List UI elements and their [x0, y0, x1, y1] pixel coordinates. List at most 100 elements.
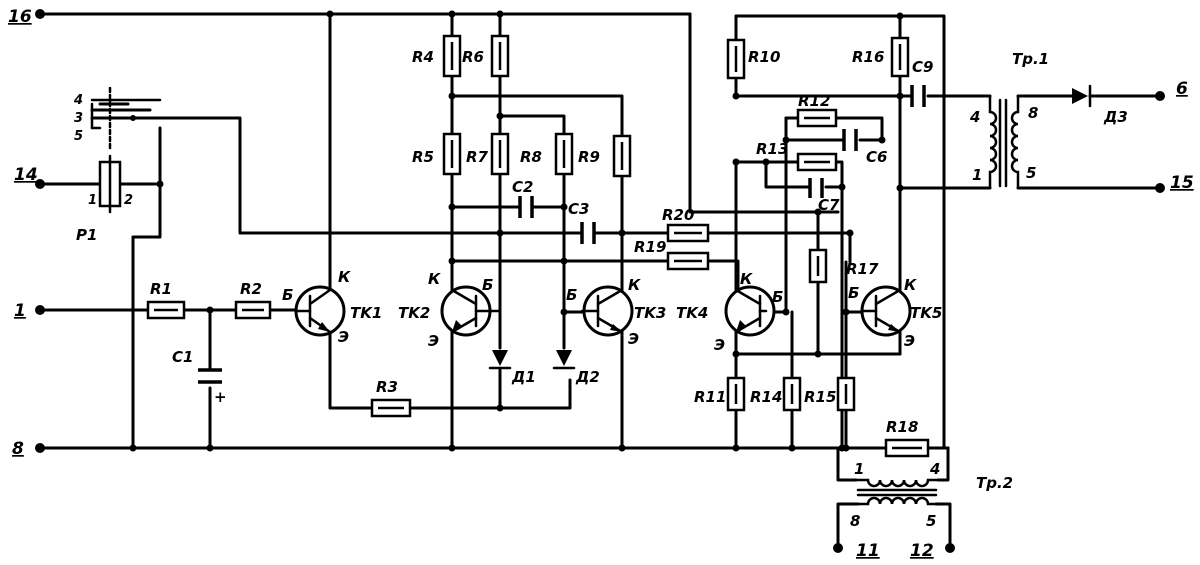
r17-label: R17 [846, 260, 879, 278]
transformer-tr1: Тр.1 4 1 8 5 [969, 50, 1049, 190]
transistors: К Б Э TK1 К Б Э TK2 К Б Э [282, 268, 942, 354]
r5-label: R5 [412, 148, 434, 166]
resistors: R1 R2 R3 R12 R13 R18 R19 R20 R4 R6 R5 R7… [146, 34, 930, 458]
capacitor-c7: C7 [808, 178, 840, 214]
resistor-r12: R12 [796, 92, 838, 128]
resistor-r16: R16 [852, 36, 910, 78]
r19-label: R19 [634, 238, 666, 256]
tk1-b: Б [282, 286, 293, 304]
terminal-16-label: 16 [8, 7, 32, 27]
terminal-12-label: 12 [910, 541, 934, 561]
resistor-r7: R7 [466, 132, 510, 176]
capacitor-c1: C1 + [172, 348, 227, 406]
c2-label: C2 [512, 178, 533, 196]
r7-label: R7 [466, 148, 489, 166]
tk4-k: К [740, 270, 753, 288]
terminal-16-dot [35, 9, 45, 19]
relay-pin-4: 4 [73, 93, 83, 108]
capacitor-c3: C3 [568, 200, 596, 244]
tk2-e: Э [428, 332, 439, 350]
tk1-k: К [338, 268, 351, 286]
relay-pin-2: 2 [124, 193, 133, 208]
transistor-tk3: К Б Э TK3 [566, 276, 666, 348]
resistor-r10: R10 [726, 38, 780, 80]
r3-label: R3 [376, 378, 398, 396]
tk2-b: Б [482, 276, 493, 294]
tk4-e: Э [714, 336, 725, 354]
resistor-r6: R6 [462, 34, 510, 78]
c1-plus: + [214, 388, 227, 406]
tk2-k: К [428, 270, 441, 288]
terminal-8-label: 8 [12, 439, 24, 459]
tk5-b: Б [848, 284, 859, 302]
c9-label: C9 [912, 58, 933, 76]
resistor-r15: R15 [804, 376, 856, 412]
transistor-tk5: К Б Э TK5 [848, 276, 942, 350]
r12-label: R12 [798, 92, 830, 110]
terminal-11-dot [833, 543, 843, 553]
terminal-6-dot [1155, 91, 1165, 101]
tk4-b: Б [772, 288, 783, 306]
tr2-label: Тр.2 [976, 474, 1013, 492]
r14-label: R14 [750, 388, 782, 406]
tr1-pin8: 8 [1028, 104, 1038, 122]
c1-label: C1 [172, 348, 193, 366]
terminal-15-dot [1155, 183, 1165, 193]
tk1-e: Э [338, 328, 349, 346]
tk3-label: TK3 [634, 304, 666, 322]
relay-pin-5: 5 [74, 129, 83, 144]
tr1-pin5: 5 [1026, 164, 1036, 182]
resistor-r20: R20 [662, 206, 710, 243]
resistor-r17: R17 [808, 248, 879, 284]
resistor-r14: R14 [750, 376, 802, 412]
r13-label: R13 [756, 140, 788, 158]
resistor-r4: R4 [412, 34, 462, 78]
r16-label: R16 [852, 48, 884, 66]
resistor-r18: R18 [884, 418, 930, 458]
d3-label: Д3 [1103, 108, 1128, 126]
tr2-pin8: 8 [850, 512, 860, 530]
tk5-e: Э [904, 332, 915, 350]
c7-label: C7 [818, 196, 840, 214]
tk4-label: TK4 [676, 304, 708, 322]
junction-dots [129, 10, 904, 452]
terminals: 16 14 1 8 1 1 12 6 15 [8, 7, 1194, 561]
tr1-pin1: 1 [972, 166, 982, 184]
tk3-b: Б [566, 286, 577, 304]
tr1-pin4: 4 [969, 108, 980, 126]
resistor-unlabeled-622 [612, 134, 632, 178]
transistor-tk4: К Б Э TK4 [676, 270, 783, 354]
resistor-r11: R11 [694, 376, 746, 412]
r20-label: R20 [662, 206, 694, 224]
r2-label: R2 [240, 280, 262, 298]
resistor-r9: R8 R9 [520, 132, 600, 176]
wires [38, 12, 1162, 550]
resistor-r5: R5 [412, 132, 462, 176]
tr2-pin4: 4 [929, 460, 940, 478]
diode-d2: Д2 [552, 350, 600, 386]
tr2-pin1: 1 [854, 460, 864, 478]
transistor-tk1: К Б Э TK1 [282, 268, 382, 346]
relay-p1: 4 3 5 1 2 P1 [73, 86, 162, 244]
terminal-15-label: 15 [1170, 173, 1194, 193]
transistor-tk2: К Б Э TK2 [398, 270, 502, 350]
tr2-pin5: 5 [926, 512, 936, 530]
resistor-r13: R13 [756, 140, 838, 172]
resistor-r1: R1 [146, 280, 186, 320]
c3-label: C3 [568, 200, 589, 218]
diode-d3: Д3 [1072, 84, 1128, 126]
r9-label: R9 [578, 148, 600, 166]
resistor-r19: R19 [634, 238, 710, 271]
resistor-r2: R2 [234, 280, 272, 320]
relay-pin-1: 1 [88, 193, 97, 208]
transformer-tr2: Тр.2 1 4 8 5 [850, 460, 1013, 530]
tk3-k: К [628, 276, 641, 294]
terminal-6-label: 6 [1176, 79, 1188, 99]
r18-label: R18 [886, 418, 918, 436]
r15-label: R15 [804, 388, 836, 406]
terminal-1-dot [35, 305, 45, 315]
terminal-14-label: 14 [14, 165, 38, 185]
tr1-label: Тр.1 [1012, 50, 1049, 68]
tk1-label: TK1 [350, 304, 382, 322]
